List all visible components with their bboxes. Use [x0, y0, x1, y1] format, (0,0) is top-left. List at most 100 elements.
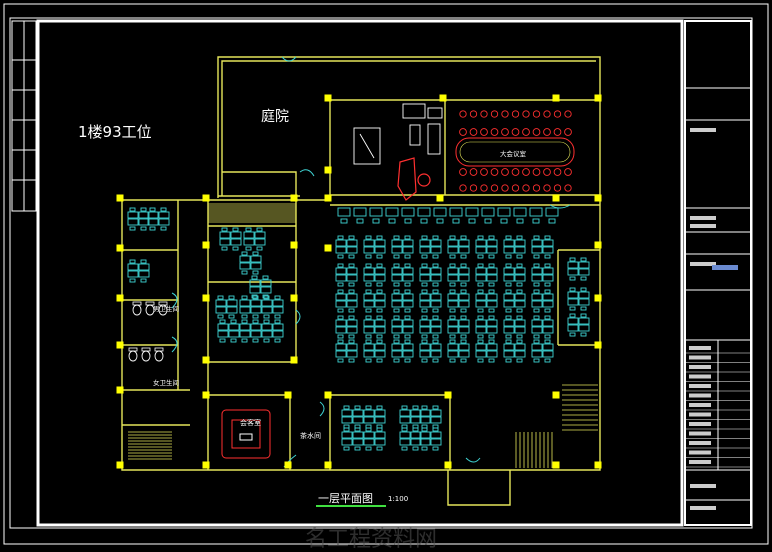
desk [447, 239, 459, 247]
desk [272, 299, 284, 307]
title-block-rows [685, 128, 751, 510]
chair [376, 235, 383, 240]
workstation-cluster [503, 235, 526, 259]
column [324, 194, 332, 202]
desk [531, 343, 543, 351]
chair [348, 308, 355, 313]
conference-chair [553, 168, 562, 176]
title-block-text [689, 374, 711, 379]
workstation-cluster [475, 263, 498, 287]
chair [401, 446, 408, 451]
conference-chair [532, 168, 541, 176]
chair [449, 282, 456, 287]
wall-chair [480, 110, 488, 118]
desk [458, 239, 470, 247]
desk [147, 211, 159, 219]
desk [399, 431, 411, 439]
desk [399, 416, 411, 424]
chair [421, 263, 428, 268]
chair [477, 263, 484, 268]
chair [484, 218, 492, 224]
chair [372, 218, 380, 224]
title-block-text [689, 355, 711, 360]
desk [578, 268, 590, 276]
chair [421, 334, 428, 339]
chair [569, 257, 576, 262]
wall-chair [511, 110, 520, 118]
chair [544, 263, 551, 268]
conference-chair [459, 128, 467, 136]
desk [542, 293, 554, 301]
chair [337, 254, 344, 259]
chair [516, 358, 523, 363]
desk [486, 274, 498, 282]
desk [272, 306, 284, 314]
chair [140, 278, 147, 283]
column [324, 94, 332, 102]
chair [569, 313, 576, 318]
chair [460, 339, 467, 344]
wall-chair [543, 110, 551, 118]
chair [500, 218, 508, 224]
desk [503, 300, 515, 308]
workstation-cluster [475, 315, 498, 339]
chair [337, 315, 344, 320]
chair [365, 405, 372, 410]
desk [391, 350, 403, 358]
wall-chair [543, 184, 551, 192]
chair [460, 334, 467, 339]
desk [385, 207, 399, 217]
desk [458, 267, 470, 275]
chair [488, 263, 495, 268]
chair [337, 282, 344, 287]
desk [475, 239, 487, 247]
desk [430, 409, 442, 417]
chair [149, 207, 156, 212]
desk [430, 431, 442, 439]
chair [505, 358, 512, 363]
desk [374, 293, 386, 301]
desk [542, 343, 554, 351]
chair [252, 319, 259, 324]
chair [376, 446, 383, 451]
chair [252, 270, 259, 275]
workstation-cluster [363, 289, 386, 313]
desk [249, 286, 261, 294]
chair [404, 235, 411, 240]
conference-chair [522, 168, 530, 176]
chair [376, 424, 383, 429]
chair [376, 427, 383, 432]
workstation-cluster [335, 263, 358, 287]
chair [129, 226, 136, 231]
column [594, 94, 602, 102]
title-block-text [689, 365, 711, 369]
desk [430, 438, 442, 446]
office-cluster [217, 319, 240, 343]
desk [363, 274, 375, 282]
desk [419, 319, 431, 327]
desk [419, 350, 431, 358]
desk [578, 261, 590, 269]
desk [138, 218, 150, 226]
desk [578, 317, 590, 325]
desk [430, 350, 442, 358]
desk [458, 274, 470, 282]
chair [263, 319, 270, 324]
chair [393, 289, 400, 294]
conference-chair [564, 128, 572, 136]
wall-chair [522, 184, 530, 192]
desk [531, 319, 543, 327]
chair [432, 315, 439, 320]
office-cluster [239, 295, 262, 319]
desk [542, 267, 554, 275]
desk [215, 299, 227, 307]
chair [149, 226, 156, 231]
desk [341, 416, 353, 424]
column [552, 194, 560, 202]
title-block-text [689, 441, 711, 445]
chair [404, 263, 411, 268]
reception-room-label: 会客室 [240, 418, 261, 427]
chair [421, 308, 428, 313]
chair [477, 315, 484, 320]
plan-scale: 1:100 [388, 495, 408, 503]
